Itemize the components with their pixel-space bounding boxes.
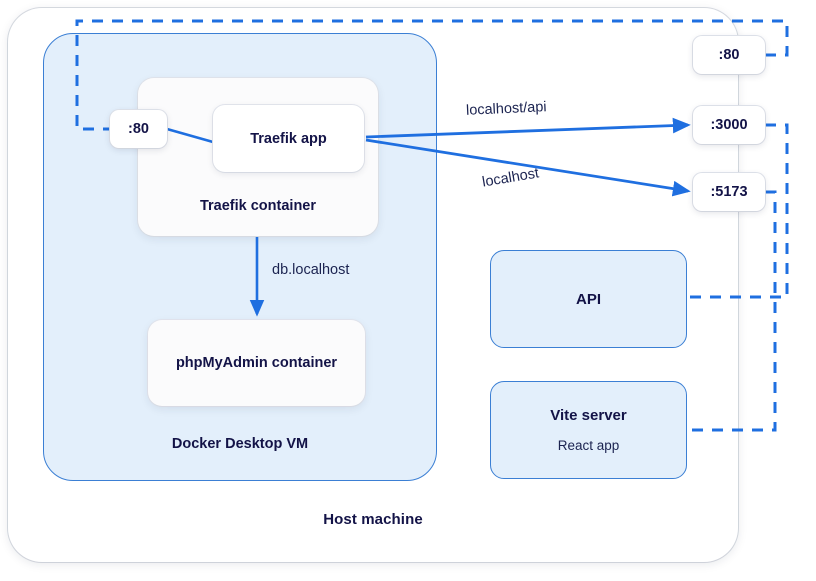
port-badge-80-internal: :80 bbox=[110, 110, 167, 148]
edge-5173-to-vite bbox=[687, 190, 777, 432]
edge-label-db-localhost: db.localhost bbox=[272, 262, 350, 278]
host-machine-label: Host machine bbox=[323, 510, 423, 528]
phpmyadmin-container-card: phpMyAdmin container bbox=[148, 320, 365, 406]
edge-port80-loopback bbox=[75, 19, 789, 131]
vite-title: Vite server bbox=[550, 407, 627, 424]
docker-desktop-vm-label: Docker Desktop VM bbox=[171, 436, 309, 452]
edge-traefik-to-5173 bbox=[365, 138, 691, 197]
edge-3000-to-api bbox=[687, 123, 789, 299]
port-badge-3000: :3000 bbox=[693, 106, 765, 144]
edge-traefik-to-3000 bbox=[365, 117, 691, 139]
traefik-container-label: Traefik container bbox=[199, 198, 317, 214]
port-badge-80-external: :80 bbox=[693, 36, 765, 74]
api-title: API bbox=[575, 290, 601, 308]
vite-server-card: Vite server React app bbox=[490, 381, 687, 479]
vite-subtitle: React app bbox=[557, 438, 620, 453]
traefik-app-card: Traefik app bbox=[213, 105, 364, 172]
port-badge-5173: :5173 bbox=[693, 173, 765, 211]
api-service-card: API bbox=[490, 250, 687, 348]
phpmyadmin-container-label: phpMyAdmin container bbox=[175, 355, 338, 371]
traefik-app-label: Traefik app bbox=[250, 130, 327, 147]
edge-port80-to-traefik-app bbox=[166, 127, 214, 144]
